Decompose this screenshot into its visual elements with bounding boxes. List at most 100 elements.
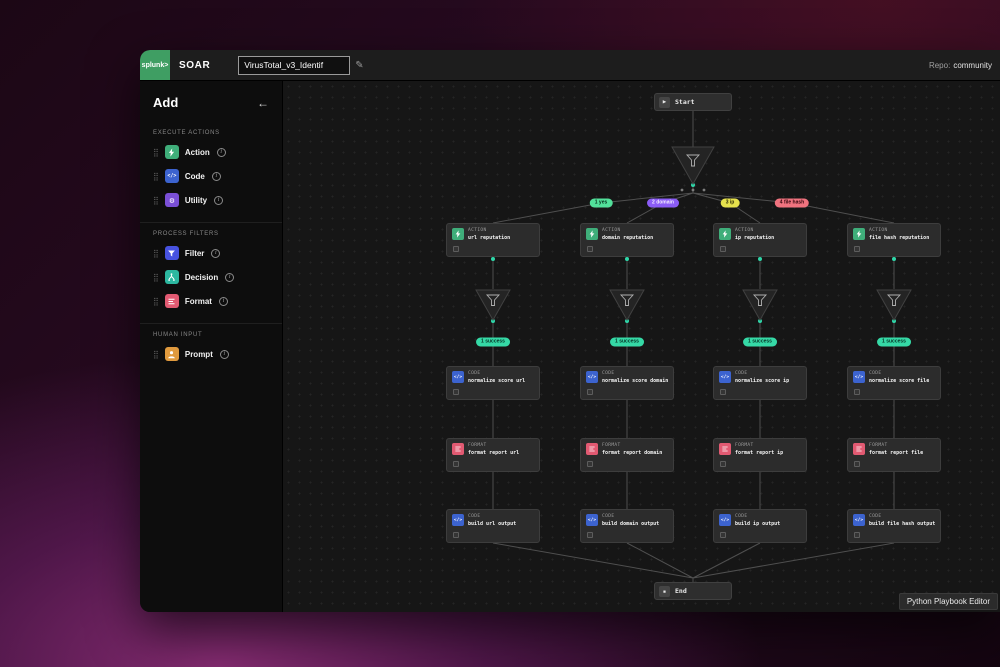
node-name: build url output xyxy=(468,520,517,527)
node-name: build domain output xyxy=(602,520,660,527)
filter-node-success-ip[interactable] xyxy=(742,289,778,326)
node-name: format report ip xyxy=(735,449,784,456)
app-icon xyxy=(854,246,860,252)
branch-label-domain[interactable]: 2 domain xyxy=(647,198,679,208)
code-node-build-url-output[interactable]: </> CODE build url output xyxy=(446,509,540,543)
palette-item-prompt[interactable]: ⣿ Prompt i xyxy=(140,342,282,366)
filter-node-success-domain[interactable] xyxy=(609,289,645,326)
detail-icon xyxy=(453,532,459,538)
funnel-icon xyxy=(886,294,902,306)
format-node-format-report-url[interactable]: FORMAT format report url xyxy=(446,438,540,472)
palette-item-code[interactable]: ⣿ </> Code i xyxy=(140,164,282,188)
action-node-ip-reputation[interactable]: ACTION ip reputation xyxy=(713,223,807,257)
node-name: format report url xyxy=(468,449,520,456)
code-node-build-ip-output[interactable]: </> CODE build ip output xyxy=(713,509,807,543)
palette-item-format[interactable]: ⣿ Format i xyxy=(140,289,282,313)
node-name: normalize score file xyxy=(869,377,930,384)
node-type-label: FORMAT xyxy=(869,443,888,448)
node-type-label: CODE xyxy=(602,371,615,376)
collapse-panel-arrow-icon[interactable]: ← xyxy=(257,95,269,110)
funnel-icon xyxy=(752,294,768,306)
code-node-normalize-score-ip[interactable]: </> CODE normalize score ip xyxy=(713,366,807,400)
node-name: build file hash output xyxy=(869,520,936,527)
end-node-label: End xyxy=(675,587,687,595)
info-icon[interactable]: i xyxy=(211,171,221,181)
palette-item-decision[interactable]: ⣿ Decision i xyxy=(140,265,282,289)
node-name: normalize score domain xyxy=(602,377,669,384)
drag-handle-icon: ⣿ xyxy=(153,349,159,359)
code-icon: </> xyxy=(164,169,179,183)
code-node-normalize-score-file[interactable]: </> CODE normalize score file xyxy=(847,366,941,400)
format-lines-icon xyxy=(164,294,179,308)
app-name-label: SOAR xyxy=(179,59,211,71)
info-icon[interactable]: i xyxy=(218,296,228,306)
code-node-build-domain-output[interactable]: </> CODE build domain output xyxy=(580,509,674,543)
format-node-format-report-ip[interactable]: FORMAT format report ip xyxy=(713,438,807,472)
section-human-input: HUMAN INPUT ⣿ Prompt i xyxy=(140,323,282,366)
detail-icon xyxy=(587,461,593,467)
splunk-logo: splunk> xyxy=(140,50,170,80)
node-name: normalize score url xyxy=(468,377,526,384)
add-panel: Add ← EXECUTE ACTIONS ⣿ Action i ⣿ </> C… xyxy=(140,81,283,612)
palette-item-label: Utility xyxy=(184,195,208,205)
detail-icon xyxy=(854,532,860,538)
node-type-label: CODE xyxy=(468,514,481,519)
drag-handle-icon: ⣿ xyxy=(153,272,159,282)
start-node[interactable]: ▶ Start xyxy=(654,93,732,111)
action-node-url-reputation[interactable]: ACTION url reputation xyxy=(446,223,540,257)
palette-item-label: Decision xyxy=(184,272,219,282)
stop-icon: ■ xyxy=(659,585,670,597)
end-node[interactable]: ■ End xyxy=(654,582,732,600)
app-icon xyxy=(720,246,726,252)
palette-item-filter[interactable]: ⣿ Filter i xyxy=(140,241,282,265)
branch-label-file-hash[interactable]: 4 file hash xyxy=(774,198,810,208)
format-icon xyxy=(719,443,731,455)
filter-node-success-url[interactable] xyxy=(475,289,511,326)
format-node-format-report-file[interactable]: FORMAT format report file xyxy=(847,438,941,472)
node-type-label: CODE xyxy=(735,371,748,376)
branch-label-ip[interactable]: 3 ip xyxy=(720,198,740,208)
action-node-file-hash-reputation[interactable]: ACTION file hash reputation xyxy=(847,223,941,257)
section-heading: EXECUTE ACTIONS xyxy=(153,130,220,136)
palette-item-action[interactable]: ⣿ Action i xyxy=(140,140,282,164)
playbook-title-input[interactable] xyxy=(238,55,351,75)
drag-handle-icon: ⣿ xyxy=(153,171,159,181)
success-label[interactable]: 1 success xyxy=(877,337,911,347)
info-icon[interactable]: i xyxy=(216,147,226,157)
node-type-label: CODE xyxy=(468,371,481,376)
info-icon[interactable]: i xyxy=(225,272,235,282)
splunk-logo-text: splunk> xyxy=(141,61,169,69)
section-process-filters: PROCESS FILTERS ⣿ Filter i ⣿ Decision i xyxy=(140,222,282,313)
input-filter-node[interactable] xyxy=(671,146,715,190)
edit-title-pencil-icon[interactable]: ✎ xyxy=(355,59,364,71)
node-type-label: CODE xyxy=(869,514,882,519)
palette-item-label: Action xyxy=(184,147,210,157)
code-node-normalize-score-domain[interactable]: </> CODE normalize score domain xyxy=(580,366,674,400)
success-label[interactable]: 1 success xyxy=(610,337,644,347)
format-icon xyxy=(853,443,865,455)
branch-label-yes[interactable]: 1 yes xyxy=(589,198,613,208)
playbook-canvas[interactable]: ▶ Start 1 yes 2 domain 3 ip 4 file hash … xyxy=(283,81,1000,612)
app-icon xyxy=(587,246,593,252)
palette-item-utility[interactable]: ⣿ ⚙ Utility i xyxy=(140,188,282,212)
funnel-icon xyxy=(485,294,501,306)
code-node-build-file-hash-output[interactable]: </> CODE build file hash output xyxy=(847,509,941,543)
node-type-label: ACTION xyxy=(735,228,754,233)
success-label[interactable]: 1 success xyxy=(743,337,777,347)
success-label[interactable]: 1 success xyxy=(476,337,510,347)
info-icon[interactable]: i xyxy=(219,349,229,359)
info-icon[interactable]: i xyxy=(211,248,221,258)
code-icon: </> xyxy=(586,514,598,526)
detail-icon xyxy=(453,461,459,467)
filter-node-success-file[interactable] xyxy=(876,289,912,326)
code-icon: </> xyxy=(719,514,731,526)
filter-funnel-icon xyxy=(164,246,179,260)
decision-branch-icon xyxy=(164,270,179,284)
detail-icon xyxy=(720,532,726,538)
section-heading: PROCESS FILTERS xyxy=(153,231,219,237)
code-node-normalize-score-url[interactable]: </> CODE normalize score url xyxy=(446,366,540,400)
format-node-format-report-domain[interactable]: FORMAT format report domain xyxy=(580,438,674,472)
action-node-domain-reputation[interactable]: ACTION domain reputation xyxy=(580,223,674,257)
node-name: format report domain xyxy=(602,449,663,456)
info-icon[interactable]: i xyxy=(214,195,224,205)
